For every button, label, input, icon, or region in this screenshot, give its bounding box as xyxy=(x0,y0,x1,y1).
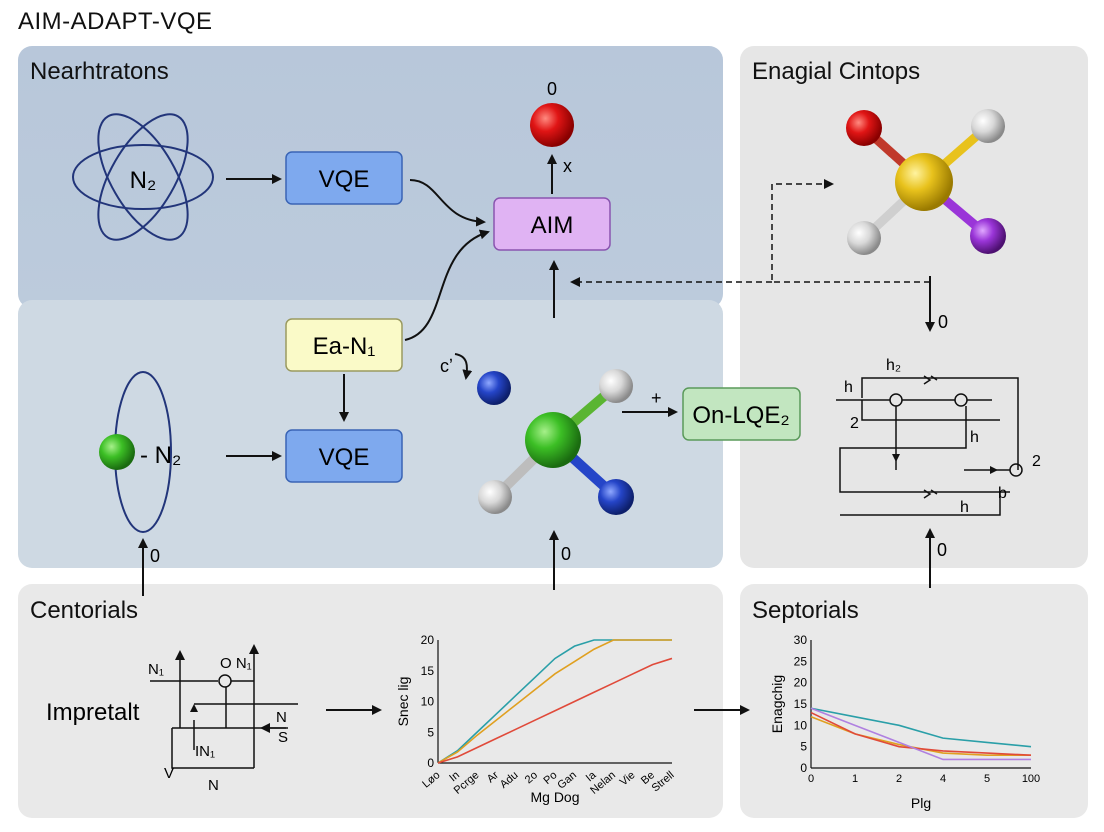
vqe-top-box[interactable]: VQE xyxy=(285,151,403,205)
circuit-h-left: h xyxy=(844,379,853,396)
circuit-h-mid: h xyxy=(970,429,979,446)
cent-o-n1: O N₁ xyxy=(220,655,252,672)
arrow-0-mid-label: 0 xyxy=(561,544,571,564)
x-tick-label: 5 xyxy=(984,773,990,785)
x-tick-label: Strell xyxy=(650,769,677,794)
vqe-bottom-box[interactable]: VQE xyxy=(285,429,403,483)
x-axis-label: Plg xyxy=(911,795,931,811)
x-axis-label: Mg Dog xyxy=(530,789,579,805)
red-atom-icon xyxy=(530,103,574,147)
cent-n-right: N xyxy=(276,709,287,726)
aim-box[interactable]: AIM xyxy=(493,197,611,251)
y-tick-label: 15 xyxy=(421,664,435,678)
y-tick-label: 10 xyxy=(794,718,808,732)
x-tick-label: 0 xyxy=(808,773,814,785)
vqe-bottom-label: VQE xyxy=(319,444,370,471)
circuit-h-bottom: h xyxy=(960,499,969,516)
y-tick-label: 0 xyxy=(800,761,807,775)
panel-bottom-left xyxy=(18,584,723,818)
x-label: x xyxy=(563,156,572,176)
circuit-arrow-icon-2 xyxy=(990,466,998,474)
plus-label: + xyxy=(651,388,662,408)
x-tick-label: 100 xyxy=(1022,773,1040,785)
arrow-0-left-label: 0 xyxy=(150,546,160,566)
panel-label-bottom-left: Centorials xyxy=(30,597,139,624)
c-label: cʼ xyxy=(440,356,453,376)
circuit-diagram xyxy=(836,375,1023,516)
aim-label: AIM xyxy=(531,212,574,239)
arrow-0-right-upper-label: 0 xyxy=(938,312,948,332)
circuit-arrow-icon xyxy=(892,454,900,462)
y-tick-label: 5 xyxy=(800,740,807,754)
y-tick-label: 20 xyxy=(794,676,808,690)
panel-label-top-right: Enagial Cintops xyxy=(752,58,921,85)
series-line-0 xyxy=(810,707,1032,748)
panel-top-right xyxy=(740,46,1088,568)
x-tick-label: 2o xyxy=(523,769,540,786)
y-axis-label: Snec lig xyxy=(395,677,411,727)
y-tick-label: 5 xyxy=(427,725,434,739)
y-tick-label: 0 xyxy=(427,756,434,770)
panel-label-top-left: Nearhtratons xyxy=(30,58,169,85)
cent-in1: IN₁ xyxy=(195,743,215,760)
x-tick-label: Løo xyxy=(420,769,442,790)
n2-ion-label: - N₂ xyxy=(140,442,181,469)
x-tick-label: 2 xyxy=(896,773,902,785)
y-tick-label: 30 xyxy=(794,633,808,647)
series-line-3 xyxy=(810,707,1031,761)
panel-label-bottom-right: Septorials xyxy=(752,597,859,624)
arrow-0-right-lower-label: 0 xyxy=(937,540,947,560)
arrow-vqe-aim xyxy=(409,179,486,227)
y-tick-label: 10 xyxy=(421,695,435,709)
page-title: AIM-ADAPT-VQE xyxy=(18,8,213,35)
centorials-arrow-icon xyxy=(190,704,198,712)
circuit-2-left: 2 xyxy=(850,415,859,432)
arrow-ea-aim xyxy=(404,229,490,341)
circuit-b: b xyxy=(998,485,1007,502)
series-line-2 xyxy=(437,657,673,764)
n2-atom-icon xyxy=(72,113,214,241)
on-lqe-box[interactable]: On-LQE₂ xyxy=(682,387,801,441)
arrow-c xyxy=(454,353,473,380)
circuit-h2: h₂ xyxy=(886,357,901,374)
vqe-top-label: VQE xyxy=(319,166,370,193)
cent-n1-top: N₁ xyxy=(148,661,164,678)
series-line-1 xyxy=(437,639,672,764)
x-tick-label: Vie xyxy=(618,769,638,788)
dashed-connector-right xyxy=(771,179,930,283)
y-axis-label: Enagchig xyxy=(769,675,785,733)
x-tick-label: 4 xyxy=(940,773,946,785)
centorials-circuit xyxy=(150,644,298,769)
y-tick-label: 15 xyxy=(794,697,808,711)
y-tick-label: 25 xyxy=(794,654,808,668)
cent-n-bottom: N xyxy=(208,777,219,794)
o-top-label: 0 xyxy=(547,79,557,99)
green-atom-icon xyxy=(99,434,135,470)
series-line-2 xyxy=(810,711,1032,756)
ea-n1-label: Ea-N₁ xyxy=(313,333,376,360)
panel-bottom-right xyxy=(740,584,1088,818)
on-lqe-label: On-LQE₂ xyxy=(692,402,789,429)
y-tick-label: 20 xyxy=(421,633,435,647)
circuit-2-right: 2 xyxy=(1032,453,1041,470)
blue-atom-icon xyxy=(477,371,511,405)
tetrahedral-molecule-icon xyxy=(846,109,1006,255)
series-line-0 xyxy=(437,639,672,764)
molecule-icon xyxy=(478,369,634,515)
cent-s-right: S xyxy=(278,729,288,746)
cent-v: V xyxy=(164,765,174,782)
ea-n1-box[interactable]: Ea-N₁ xyxy=(285,318,403,372)
n2-atom-label: N₂ xyxy=(130,167,157,194)
x-tick-label: Adu xyxy=(498,769,521,791)
impretalt-label: Impretalt xyxy=(46,699,140,726)
x-tick-label: 1 xyxy=(852,773,858,785)
